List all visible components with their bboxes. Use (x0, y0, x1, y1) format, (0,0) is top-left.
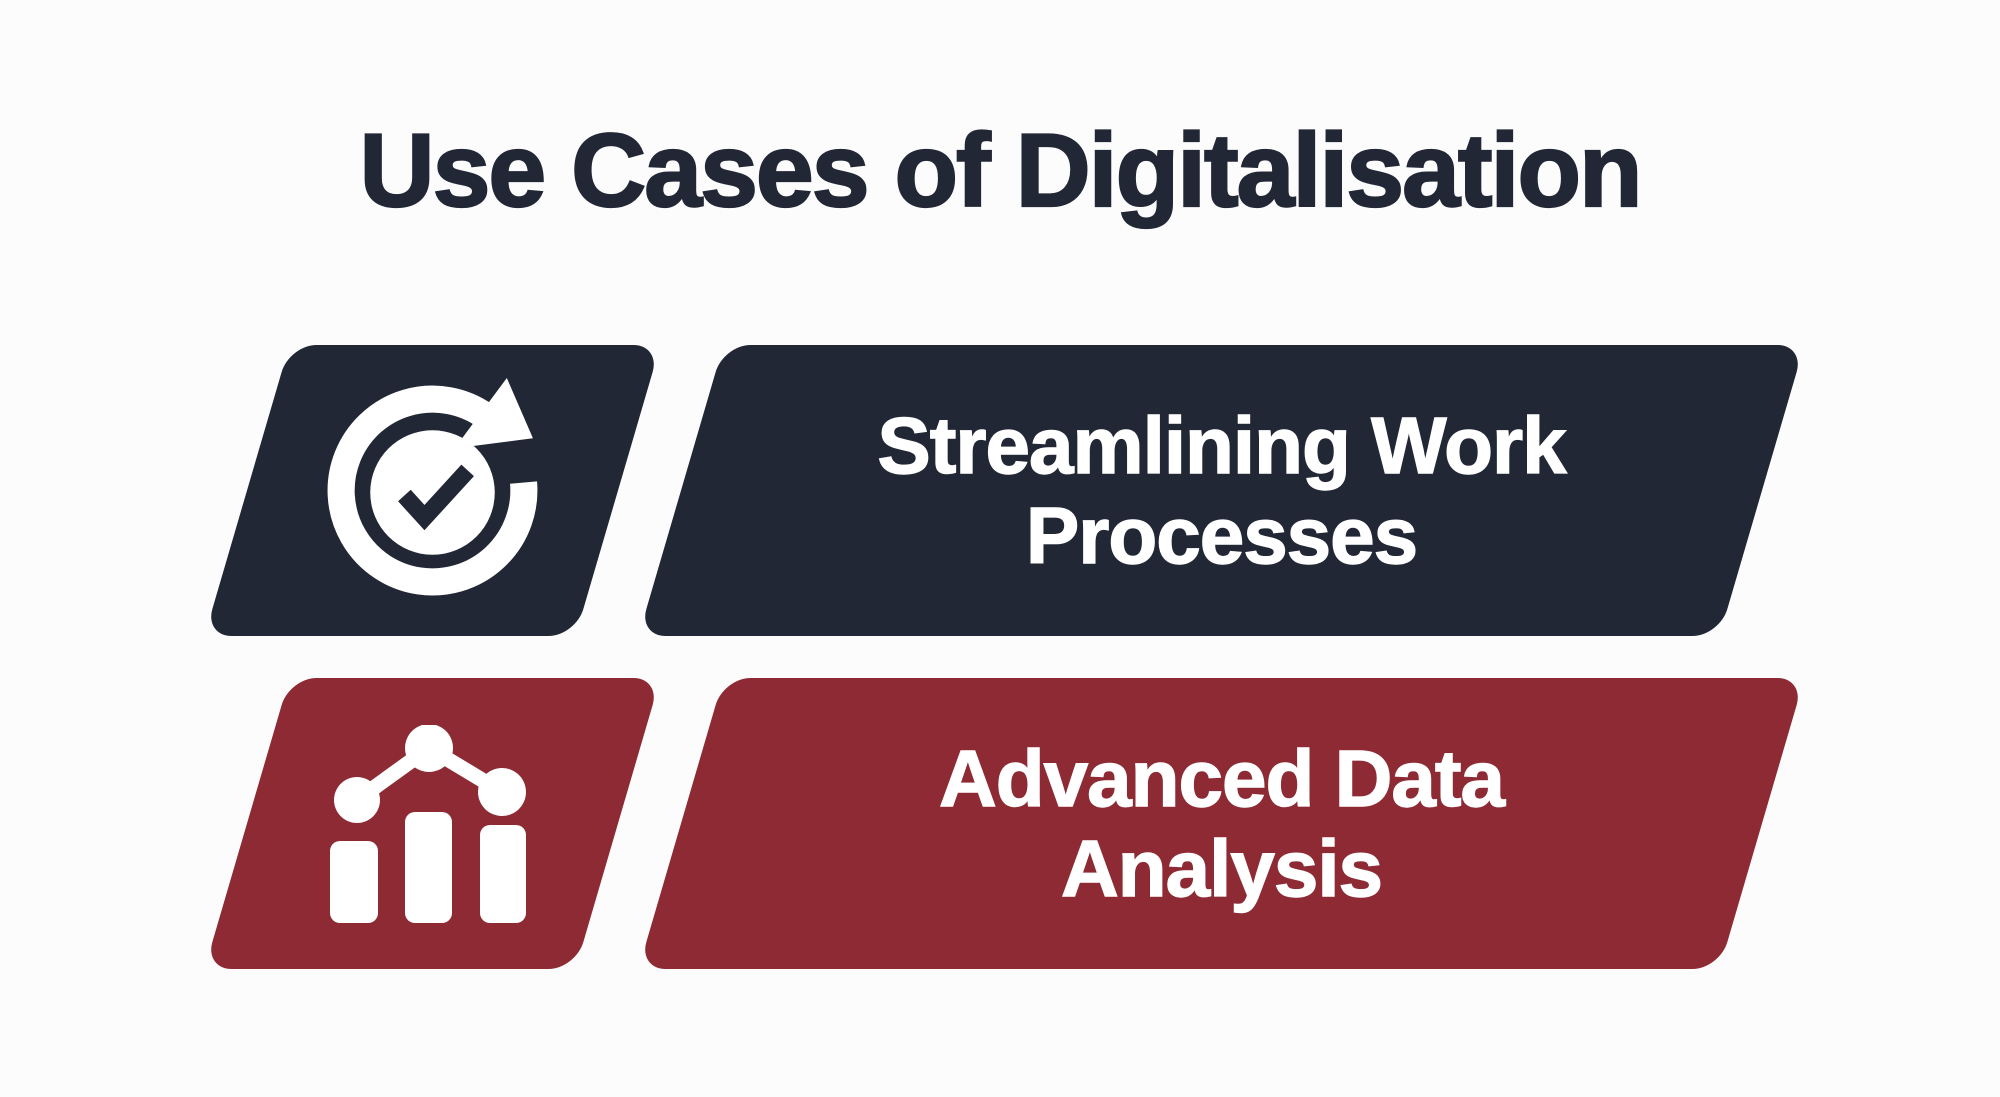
bar-chart-trend-icon (330, 725, 528, 923)
row1-label-layer: Streamlining Work Processes (681, 345, 1762, 636)
row2-label-layer: Advanced Data Analysis (681, 678, 1762, 969)
row2-label: Advanced Data Analysis (938, 733, 1505, 913)
sync-check-icon (316, 374, 549, 607)
page-title: Use Cases of Digitalisation (358, 112, 1643, 230)
row1-label: Streamlining Work Processes (877, 400, 1568, 580)
